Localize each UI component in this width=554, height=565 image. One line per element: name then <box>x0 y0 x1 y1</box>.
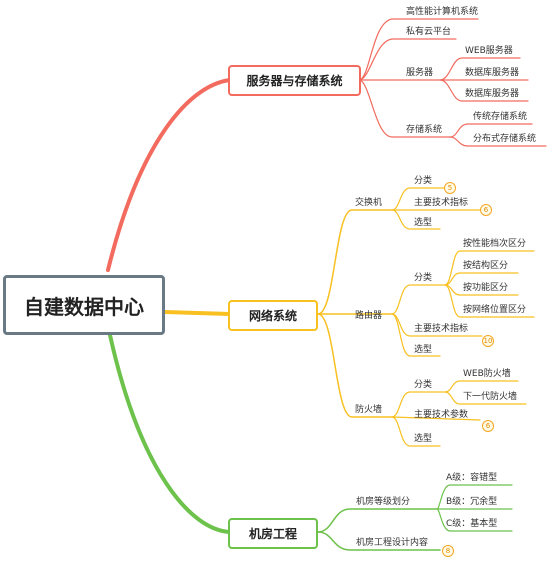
node-router-select[interactable]: 选型 <box>414 345 433 355</box>
node-router-tech[interactable]: 主要技术指标 <box>414 324 469 334</box>
node-distributed-storage[interactable]: 分布式存储系统 <box>473 134 537 144</box>
node-switch-classify[interactable]: 分类 <box>414 176 433 186</box>
node-router-by-position[interactable]: 按网络位置区分 <box>463 305 527 315</box>
node-traditional-storage[interactable]: 传统存储系统 <box>473 112 528 122</box>
node-router-by-performance[interactable]: 按性能档次区分 <box>463 239 527 249</box>
node-private-cloud[interactable]: 私有云平台 <box>406 27 452 37</box>
node-ngfw[interactable]: 下一代防火墙 <box>463 392 518 402</box>
connector-root-servers <box>106 78 232 272</box>
node-firewall-tech[interactable]: 主要技术参数 <box>414 410 469 420</box>
node-room-design[interactable]: 机房工程设计内容 <box>356 538 429 548</box>
node-router-classify[interactable]: 分类 <box>414 273 433 283</box>
node-switch-tech[interactable]: 主要技术指标 <box>414 198 469 208</box>
node-server[interactable]: 服务器 <box>406 68 434 78</box>
node-router-by-structure[interactable]: 按结构区分 <box>463 261 509 271</box>
node-router[interactable]: 路由器 <box>355 311 383 321</box>
branch-servers-storage[interactable]: 服务器与存储系统 <box>228 65 361 96</box>
node-c-level[interactable]: C级：基本型 <box>446 519 498 529</box>
firewall-tech-badge: 6 <box>482 420 494 432</box>
node-firewall-classify[interactable]: 分类 <box>414 380 433 390</box>
node-b-level[interactable]: B级：冗余型 <box>446 497 498 507</box>
router-tech-badge: 10 <box>482 335 494 347</box>
node-switch-select[interactable]: 选型 <box>414 218 433 228</box>
node-firewall-select[interactable]: 选型 <box>414 434 433 444</box>
connector-root-facility <box>108 333 232 534</box>
node-a-level[interactable]: A级：容错型 <box>446 473 498 483</box>
root-node[interactable]: 自建数据中心 <box>3 275 165 335</box>
branch-facility[interactable]: 机房工程 <box>228 518 318 549</box>
node-router-by-function[interactable]: 按功能区分 <box>463 283 509 293</box>
switch-classify-badge: 5 <box>444 182 456 194</box>
node-db-server-2[interactable]: 数据库服务器 <box>465 89 520 99</box>
node-storage[interactable]: 存储系统 <box>406 125 443 135</box>
node-web-firewall[interactable]: WEB防火墙 <box>463 369 511 379</box>
node-switch[interactable]: 交换机 <box>355 198 383 208</box>
node-firewall[interactable]: 防火墙 <box>355 405 383 415</box>
branch-network[interactable]: 网络系统 <box>228 300 318 331</box>
node-hpc[interactable]: 高性能计算机系统 <box>406 7 479 17</box>
connector-root-network <box>163 310 232 316</box>
switch-tech-badge: 6 <box>480 204 492 216</box>
room-design-badge: 8 <box>442 545 454 557</box>
node-room-grading[interactable]: 机房等级划分 <box>356 497 411 507</box>
node-db-server-1[interactable]: 数据库服务器 <box>465 68 520 78</box>
node-web-server[interactable]: WEB服务器 <box>465 46 513 56</box>
